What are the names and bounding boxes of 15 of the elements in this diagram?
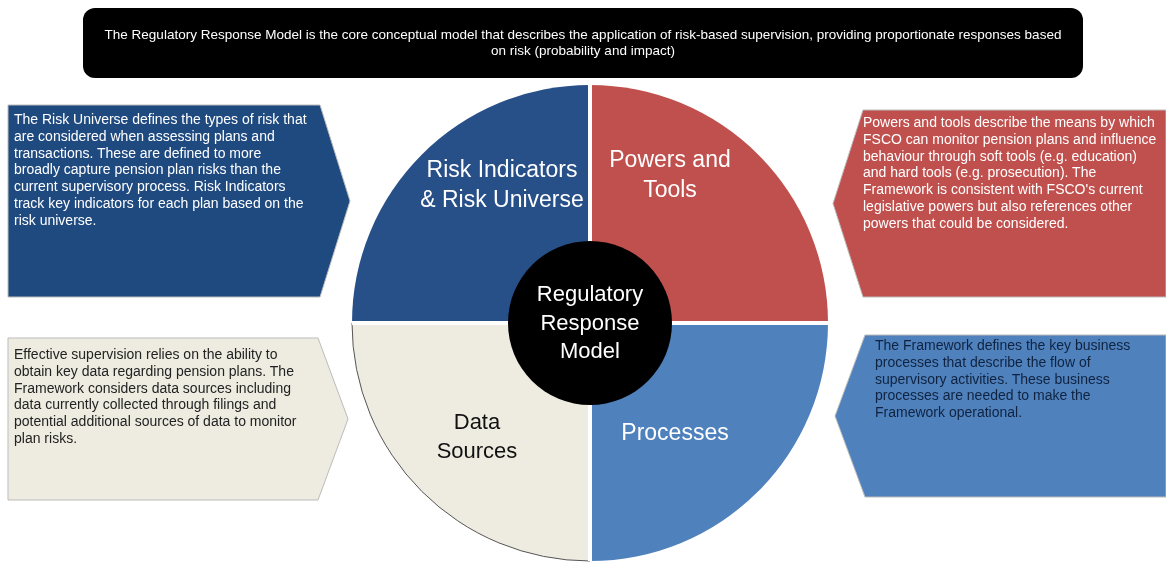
segment-label: Risk Indicators & Risk Universe (419, 155, 585, 214)
segment-label: Processes (620, 418, 730, 447)
callout-text: The Framework defines the key business processes that describe the flow of supervisory activities. These business processes are needed to make the Framework operational. (875, 337, 1132, 421)
segment-label: Data Sources (435, 408, 519, 465)
title-banner (83, 8, 1083, 78)
callout-text: The Risk Universe defines the types of risk that are considered when assessing plans and transactions. These are defined to more broadly capture pension plan risks than the current supervisory process. Risk Indicators track key indicators for each plan based on the risk universe. (14, 111, 308, 229)
callout-arrow (8, 105, 350, 297)
callout-arrow (835, 335, 1166, 497)
callout-text: Effective supervision relies on the ability to obtain key data regarding pension plans. The Framework considers data sources including data currently collected through filings and potential additional sources of data to monitor plan risks. (14, 346, 298, 447)
callout-arrow (8, 338, 348, 500)
callout-text: Powers and tools describe the means by which FSCO can monitor pension plans and influence behaviour through soft tools (e.g. education) and hard tools (e.g. prosecution). The Framework is consistent with FSCO's current legislative powers but also references other powers that could be considered. (863, 114, 1158, 232)
callout-arrow (833, 110, 1166, 297)
banner-text: The Regulatory Response Model is the core conceptual model that describes the application of risk-based supervision, providing proportionate responses based on risk (probability and impact) (103, 26, 1063, 60)
segment-label: Powers and Tools (608, 145, 732, 204)
segment-label: Regulatory Response Model (535, 280, 645, 366)
